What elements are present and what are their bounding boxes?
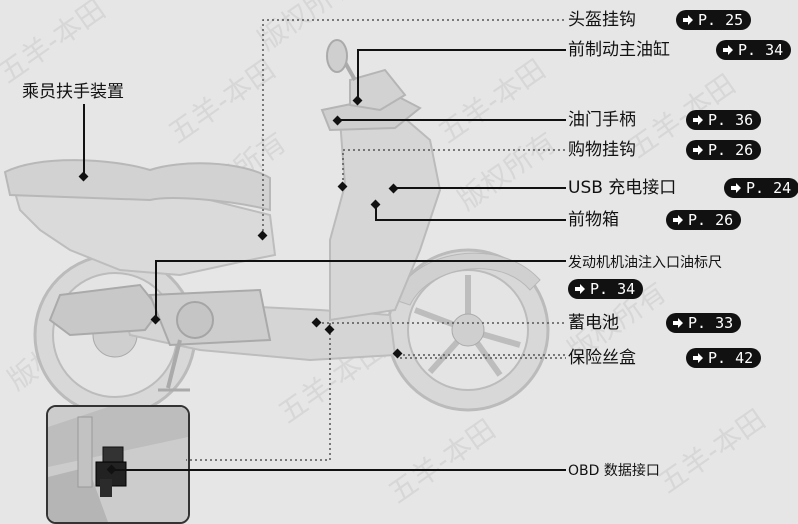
arrow-right-icon xyxy=(574,283,586,295)
arrow-right-icon xyxy=(730,182,742,194)
front-storage-page-ref: P. 26 xyxy=(666,210,742,230)
throttle-grip-label: 油门手柄 xyxy=(568,110,636,130)
throttle-grip-page-ref: P. 36 xyxy=(686,110,762,130)
obd-connector-image xyxy=(48,407,188,522)
front-brake-master-cylinder-label: 前制动主油缸 xyxy=(568,40,670,60)
fuse-box-label: 保险丝盒 xyxy=(568,348,636,368)
front-brake-page-ref: P. 34 xyxy=(716,40,792,60)
front-storage-label: 前物箱 xyxy=(568,210,619,230)
oil-filler-dipstick-label: 发动机机油注入口油标尺 xyxy=(568,255,722,271)
arrow-right-icon xyxy=(682,14,694,26)
arrow-right-icon xyxy=(672,317,684,329)
fuse-box-page-ref: P. 42 xyxy=(686,348,762,368)
usb-charging-port-label: USB 充电接口 xyxy=(568,178,677,198)
arrow-right-icon xyxy=(692,352,704,364)
battery-page-ref: P. 33 xyxy=(666,313,742,333)
helmet-hook-page-ref: P. 25 xyxy=(676,10,752,30)
arrow-right-icon xyxy=(692,144,704,156)
arrow-right-icon xyxy=(672,214,684,226)
battery-label: 蓄电池 xyxy=(568,313,619,333)
oil-dipstick-page-ref: P. 34 xyxy=(568,279,644,299)
obd-inset-photo xyxy=(46,405,190,524)
arrow-right-icon xyxy=(692,114,704,126)
rider-grab-handle-label: 乘员扶手装置 xyxy=(22,82,124,102)
helmet-hook-label: 头盔挂钩 xyxy=(568,10,636,30)
obd-data-port-label: OBD 数据接口 xyxy=(568,463,660,479)
usb-port-page-ref: P. 24 xyxy=(724,178,798,198)
arrow-right-icon xyxy=(722,44,734,56)
shopping-hook-page-ref: P. 26 xyxy=(686,140,762,160)
shopping-hook-label: 购物挂钩 xyxy=(568,140,636,160)
